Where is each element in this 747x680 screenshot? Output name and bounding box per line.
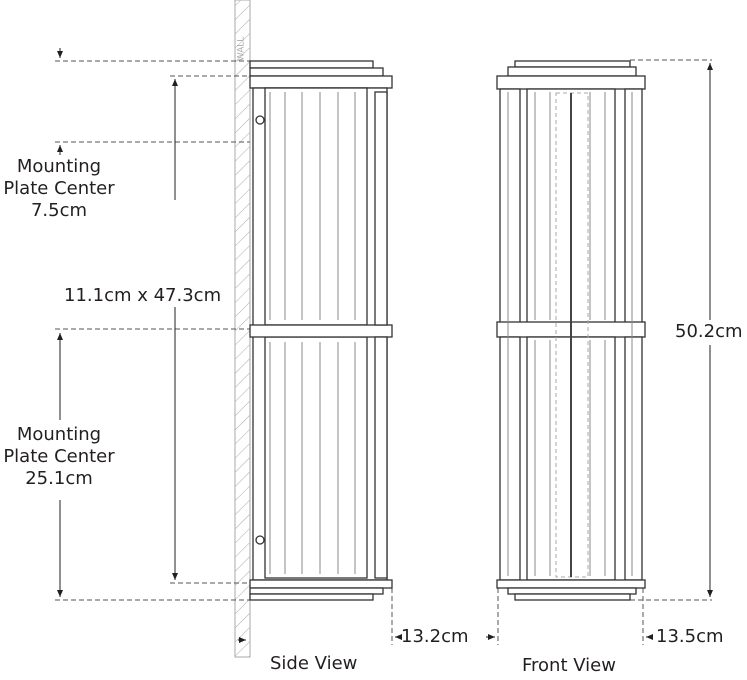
overall-height-dimension: 50.2cm xyxy=(673,321,745,343)
wall-label: WALL xyxy=(236,36,247,62)
front-view-label: Front View xyxy=(522,655,616,676)
guide-lines xyxy=(55,59,712,645)
label-value: 7.5cm xyxy=(30,200,88,221)
screw-icon xyxy=(255,115,265,125)
dimension-arrows xyxy=(57,48,713,643)
label-line1: Mounting xyxy=(16,424,102,445)
backplate-dimension: 11.1cm x 47.3cm xyxy=(62,285,224,307)
mounting-plate-top-label: Mounting Plate Center 7.5cm xyxy=(0,156,118,222)
label-line2: Plate Center xyxy=(3,178,115,199)
side-depth-dimension: 13.2cm xyxy=(401,626,469,647)
front-width-dimension: 13.5cm xyxy=(656,626,724,647)
side-view-fixture xyxy=(249,60,393,601)
front-view-fixture xyxy=(496,60,646,601)
label-value: 25.1cm xyxy=(25,468,93,489)
side-view-label: Side View xyxy=(270,653,358,674)
label-line1: Mounting xyxy=(16,156,102,177)
label-line2: Plate Center xyxy=(3,446,115,467)
mounting-plate-bottom-label: Mounting Plate Center 25.1cm xyxy=(0,424,118,490)
screw-icon xyxy=(255,535,265,545)
